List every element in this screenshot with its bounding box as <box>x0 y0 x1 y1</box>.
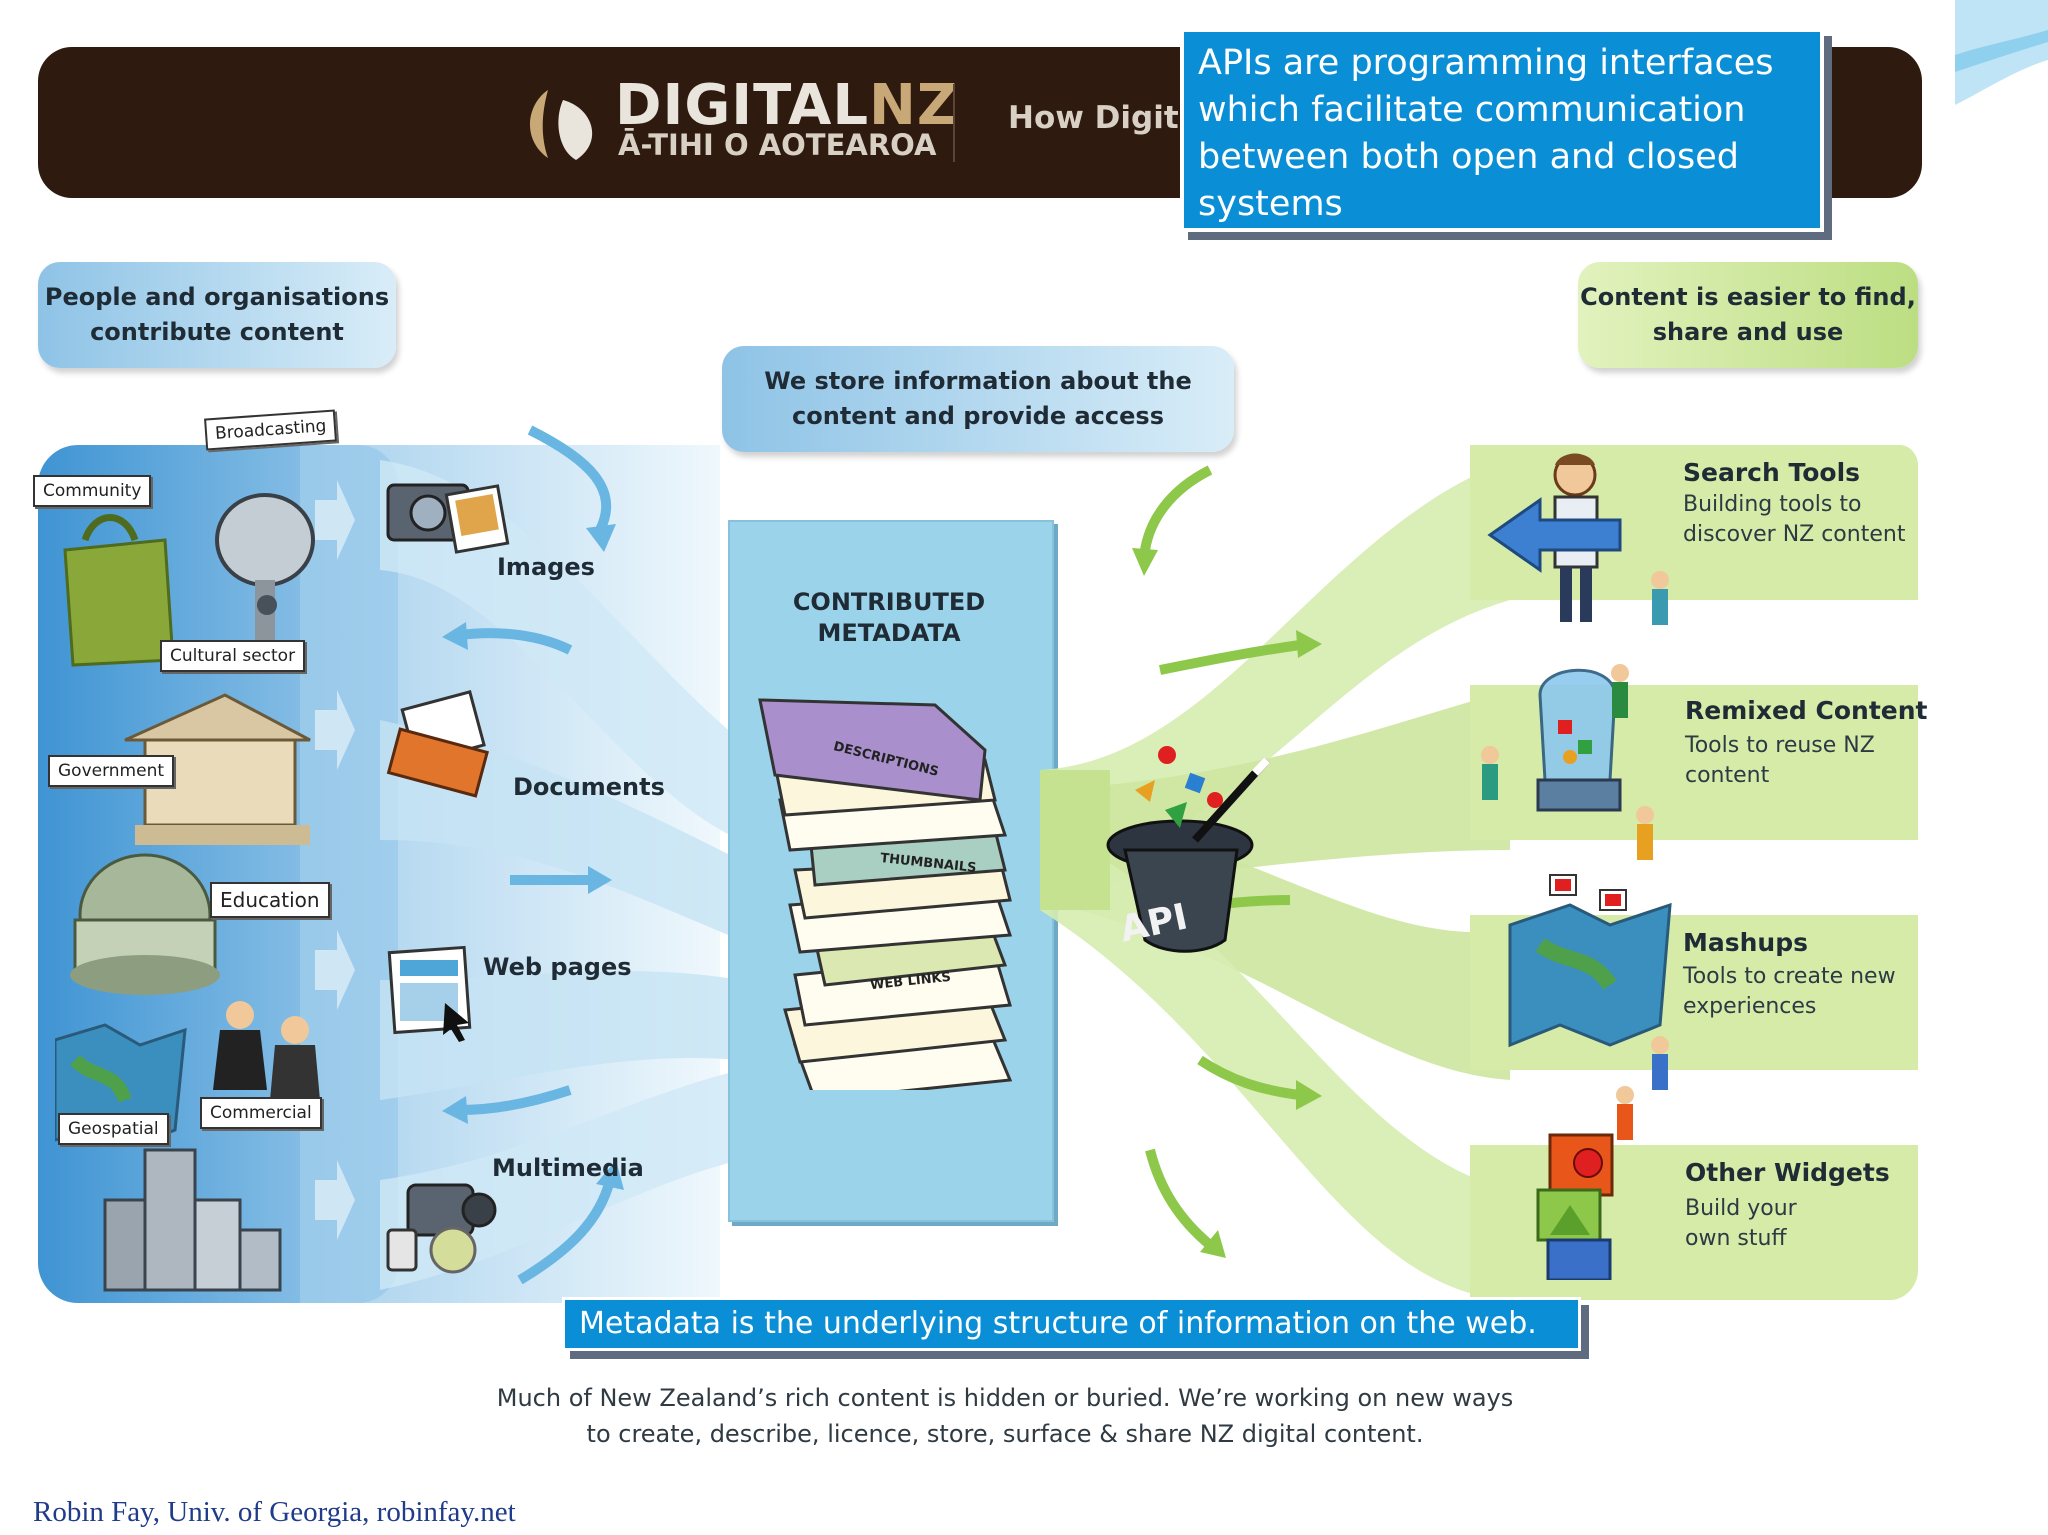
center-title-line1: CONTRIBUTED <box>792 588 986 616</box>
output-desc-other-widgets: Build your own stuff <box>1685 1196 1797 1251</box>
output-desc-search-tools: Building tools to discover NZ content <box>1683 492 1906 547</box>
panel-arrows <box>315 480 355 1240</box>
logo-accent: NZ <box>869 73 959 138</box>
output-title-remixed-content: Remixed Content <box>1685 696 1928 725</box>
documents-folder-icon <box>386 690 489 798</box>
caption-line1: Much of New Zealand’s rich content is hi… <box>496 1384 1514 1412</box>
tag-government: Government <box>48 755 175 787</box>
mashup-map-icon <box>1508 874 1672 1048</box>
widget-blocks-icon <box>1536 1133 1614 1280</box>
web-page-cursor-icon <box>387 945 472 1042</box>
multimedia-camera-icon <box>386 1183 497 1274</box>
logo-main: DIGITAL <box>615 73 869 138</box>
tag-community: Community <box>33 475 152 507</box>
tag-commercial: Commercial <box>200 1097 322 1129</box>
output-title-search-tools: Search Tools <box>1683 458 1861 487</box>
output-title-mashups: Mashups <box>1683 928 1808 957</box>
label-images: Images <box>497 553 595 581</box>
footer-caption: Much of New Zealand’s rich content is hi… <box>380 1380 1630 1452</box>
metadata-callout: Metadata is the underlying structure of … <box>562 1297 1581 1351</box>
bystander-people-icon <box>1481 571 1669 1140</box>
author-credit: Robin Fay, Univ. of Georgia, robinfay.ne… <box>33 1496 516 1528</box>
bubble-store: We store information about the content a… <box>722 346 1234 452</box>
logo-wordmark: DIGITALNZ <box>615 78 958 134</box>
corner-swoosh-decoration <box>1955 0 2048 105</box>
camera-photo-icon <box>386 483 510 554</box>
caption-line2: to create, describe, licence, store, sur… <box>586 1420 1424 1448</box>
parliament-beehive-icon <box>70 853 220 995</box>
community-bag-icon <box>63 514 175 667</box>
center-title: CONTRIBUTED METADATA <box>728 587 1050 649</box>
center-title-line2: METADATA <box>817 619 961 647</box>
metadata-stack-icon <box>758 698 1013 1090</box>
tag-education: Education <box>210 882 330 918</box>
contributor-illustrations <box>55 493 320 1292</box>
tag-geospatial: Geospatial <box>58 1113 169 1145</box>
city-buildings-icon <box>103 1148 282 1292</box>
bubble-contribute: People and organisations contribute cont… <box>38 262 396 368</box>
output-desc-mashups: Tools to create new experiences <box>1683 964 1896 1019</box>
logo-subtitle: Ā-TIHI O AOTEAROA <box>618 128 937 162</box>
graduates-icon <box>213 1001 320 1100</box>
digitalnz-leaf-logo-icon <box>529 90 593 160</box>
satellite-dish-icon <box>215 493 315 660</box>
api-callout: APIs are programming interfaces which fa… <box>1180 28 1824 232</box>
blender-icon <box>1536 668 1622 812</box>
output-illustrations <box>1481 453 1672 1280</box>
output-title-other-widgets: Other Widgets <box>1685 1158 1890 1187</box>
person-arrow-icon <box>1487 453 1622 622</box>
header-divider <box>953 84 955 162</box>
tag-cultural-sector: Cultural sector <box>160 640 306 672</box>
output-desc-remixed-content: Tools to reuse NZ content <box>1685 733 1875 788</box>
api-magic-hat-icon <box>1106 746 1270 953</box>
label-documents: Documents <box>513 773 665 801</box>
label-multimedia: Multimedia <box>492 1154 644 1182</box>
header-title: How Digit <box>1008 100 1179 136</box>
label-web-pages: Web pages <box>483 953 632 981</box>
bubble-easier: Content is easier to find, share and use <box>1578 262 1918 368</box>
